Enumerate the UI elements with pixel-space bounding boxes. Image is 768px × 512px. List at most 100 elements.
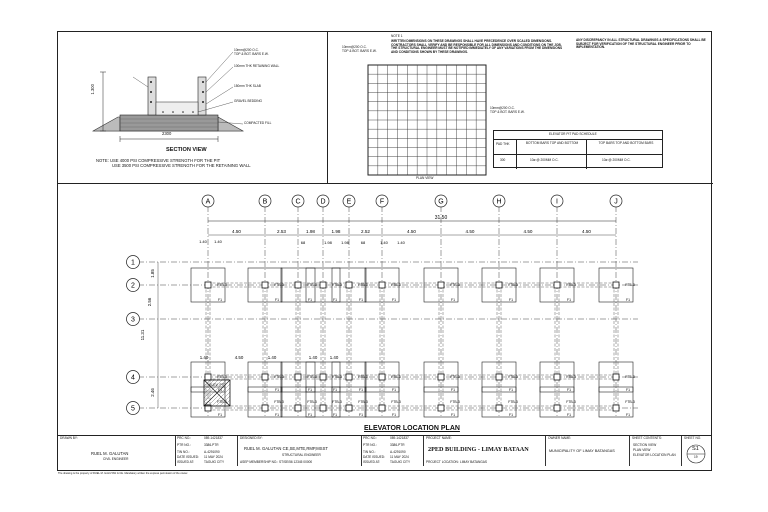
column (495, 373, 503, 381)
footing (331, 361, 367, 393)
footing-tag: FTB-3 (307, 400, 317, 404)
title-block: DRAWN BY: RUEL M. GALUTAN CIVIL ENGINEER… (58, 435, 711, 466)
footing-tag: FTB-3 (358, 400, 368, 404)
footing-code: F1 (333, 298, 337, 302)
grid-label-F: F (380, 199, 384, 206)
footing (481, 386, 517, 418)
footing-code: F1 (567, 388, 571, 392)
pad-row-bottom: 10ø @ 200MM O.C. (530, 158, 559, 162)
column (345, 373, 353, 381)
column (319, 404, 327, 412)
bay-dim-7: 4.50 (524, 229, 533, 234)
grid-bubble-E (342, 194, 356, 208)
footing-tag: FTB-3 (358, 283, 368, 287)
footing-tag: FTB-3 (625, 375, 635, 379)
pit-plan-grid (367, 64, 487, 176)
sheet-number-circle (686, 444, 706, 464)
footing (423, 386, 459, 418)
footing-tag: FTB-3 (450, 375, 460, 379)
mid-dim-0: 1.40 (200, 355, 209, 360)
owner-cell: OWNER NAME: MUNICIPALITY OF LIMAY BATANG… (546, 436, 630, 466)
ptr-label-2: PTR NO.: (363, 443, 377, 447)
sub-dim-4: 1.40 (380, 240, 389, 245)
bay-dim-8: 4.50 (582, 229, 591, 234)
footing-code: F1 (218, 413, 222, 417)
footing (305, 361, 341, 393)
pad-header-bottom: BOTTOM BARS TOP AND BOTTOM (525, 141, 579, 145)
grid-label-1: 1 (131, 260, 135, 267)
column (319, 281, 327, 289)
footing-tag: FTB-3 (274, 375, 284, 379)
sub-dim-0: 68 (301, 240, 306, 245)
prc-label: PRC NO.: (177, 436, 192, 440)
footing-code: F1 (359, 388, 363, 392)
designed-by-name: RUEL M. GALUTAN CE,SE,MTE,RMP,MSST (244, 446, 328, 451)
footing-tag: FTB-3 (358, 375, 368, 379)
footing-tag: FTB-3 (625, 283, 635, 287)
column (495, 404, 503, 412)
bay-dim-3: 1.98 (332, 229, 341, 234)
prc-label-2: PRC NO.: (363, 436, 378, 440)
grid-bubble-B (258, 194, 272, 208)
section-view-panel: 2300 1.300 10mm@200 O.C. TOP & BOT. BARS… (58, 32, 328, 184)
footing (481, 267, 517, 303)
tin-value-2: A-4291090 (390, 450, 406, 454)
grid-bubble-I (550, 194, 564, 208)
footing-tag: FTB-3 (217, 283, 227, 287)
column (294, 281, 302, 289)
license-cell-2: PRC NO.: 089-1421837 PTR NO.: 3386-PTR T… (362, 436, 424, 466)
footing (331, 386, 367, 418)
column (612, 281, 620, 289)
bay-dim-6: 4.50 (466, 229, 475, 234)
footing-code: F1 (359, 413, 363, 417)
footing-code: F1 (451, 298, 455, 302)
section-label-4: 150mm THK SLAB (234, 84, 261, 88)
grid-bubble-F (375, 194, 389, 208)
drawn-by-cell: DRAWN BY: RUEL M. GALUTAN CIVIL ENGINEER (58, 436, 176, 466)
footing-code: F1 (451, 388, 455, 392)
prc-value-2: 089-1421837 (390, 436, 409, 440)
sheet-content-3: ELEVATOR LOCATION PLAN (633, 453, 676, 457)
date-value-2: 11 MAY 2024 (390, 455, 409, 459)
issued-at-label: ISSUED AT: (177, 460, 194, 464)
footing-tag: FTB-3 (625, 400, 635, 404)
section-label-2: TOP & BOT. BARS E.W. (234, 52, 269, 56)
issued-at-value-2: TAGUIG CITY (390, 460, 411, 464)
footing-tag: FTB-3 (332, 400, 342, 404)
grid-bubble-D (316, 194, 330, 208)
footing-code: F1 (308, 413, 312, 417)
ptr-label: PTR NO.: (177, 443, 191, 447)
grid-bubble-C (291, 194, 305, 208)
grid-label-I: I (556, 199, 558, 206)
section-view-title: SECTION VIEW (166, 147, 207, 153)
footing (598, 267, 634, 303)
drawn-by-name: RUEL M. GALUTAN (91, 451, 129, 456)
column (345, 281, 353, 289)
footing (598, 386, 634, 418)
grid-label-3: 3 (131, 317, 135, 324)
designed-by-role: STRUCTURAL ENGINEER (282, 453, 321, 457)
footing-code: F1 (509, 388, 513, 392)
footing-code: F1 (308, 298, 312, 302)
footing-tag: FTB-3 (450, 400, 460, 404)
grid-bubble-H (492, 194, 506, 208)
section-dim-width: 2300 (162, 131, 172, 136)
pad-schedule-table: ELEVATOR PIT PAD SCHEDULE PAD THK BOTTOM… (493, 130, 663, 169)
tin-label-2: TIN NO.: (363, 450, 376, 454)
section-note-1: NOTE: USE 4000 PSI COMPRESSIVE STRENGTH … (96, 158, 221, 163)
column (294, 404, 302, 412)
date-label-2: DATE ISSUED: (363, 455, 385, 459)
pad-header-thk: PAD THK (496, 142, 510, 146)
footing (423, 361, 459, 393)
owner-label: OWNER NAME: (548, 436, 572, 440)
column (261, 281, 269, 289)
footing-code: F1 (626, 388, 630, 392)
asep-number: ASEP MEMBERSHIP NO.: ST/SE/56 12345 0000… (240, 460, 313, 464)
footing-code: F1 (626, 413, 630, 417)
section-label-3: 100mm THK RETAINING WALL (234, 64, 280, 68)
sheet-contents-label: SHEET CONTENTS: (632, 436, 662, 440)
footing-tag: FTB-3 (391, 375, 401, 379)
grid-label-H: H (496, 199, 501, 206)
footing-code: F1 (392, 413, 396, 417)
footing-code: F1 (275, 298, 279, 302)
